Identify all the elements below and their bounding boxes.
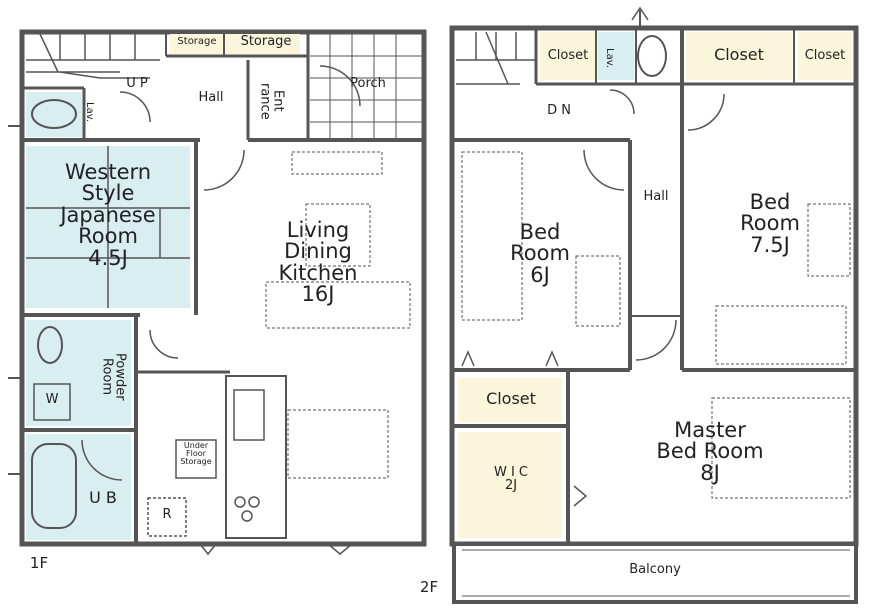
porch-tiles (310, 34, 422, 138)
window (327, 543, 353, 555)
storage-1f-fill (170, 34, 300, 54)
window (199, 543, 217, 556)
closet-a-fill (540, 32, 596, 80)
closet-d-fill (458, 378, 562, 422)
floor-2-label: 2F (419, 578, 439, 596)
sofa (265, 281, 411, 329)
desk-6j (575, 255, 621, 327)
window (631, 6, 649, 21)
door-swing (319, 65, 361, 107)
stove-burner (248, 496, 260, 508)
sink-basin (37, 326, 63, 364)
floor-1-label: 1F (29, 554, 49, 572)
underfloor-storage-label: Under Floor Storage (180, 441, 212, 467)
balcony-label: Balcony (629, 562, 681, 577)
up-label: U P (126, 76, 148, 91)
master-bed-room-label: Master Bed Room 8J (656, 418, 764, 485)
powder-room-floor (26, 320, 131, 426)
dining-table (287, 409, 389, 479)
stairs-1f (26, 33, 160, 79)
door-swing (149, 329, 179, 359)
powder-room-label: Powder Room (99, 353, 128, 401)
floor-1-plan (8, 29, 427, 556)
fridge-label: R (162, 507, 172, 522)
entrance-label: Ent rance (257, 82, 286, 120)
bed-75j (715, 305, 847, 365)
closet-a-label: Closet (547, 48, 589, 63)
porch-label: Porch (350, 76, 386, 91)
hall-1f-label: Hall (198, 90, 224, 105)
closet-d-label: Closet (486, 389, 536, 408)
toilet-2f (637, 35, 667, 77)
western-room-label: Western Style Japanese Room 4.5J (60, 160, 156, 270)
closet-b-label: Closet (714, 45, 764, 64)
lav-2f-label: Lav. (604, 47, 616, 69)
ub-floor (26, 434, 131, 540)
underfloor-storage-box (175, 439, 217, 479)
ub-label: U B (89, 488, 117, 507)
door-swing (635, 319, 677, 361)
tv-stand (291, 151, 383, 175)
lav-2f-floor (598, 32, 634, 80)
door-swing (81, 439, 123, 481)
closet-door (461, 350, 475, 367)
washer-label: W (45, 392, 59, 407)
dn-label: D N (547, 103, 571, 118)
stairs-2f (456, 31, 536, 85)
washer-box (33, 383, 71, 421)
closet-door (545, 350, 559, 367)
toilet-1f (31, 99, 77, 129)
bed-master (711, 397, 851, 499)
bed-room-75j-label: Bed Room 7.5J (740, 190, 800, 257)
bed-6j (461, 151, 523, 321)
storage-label-a: Storage (177, 36, 217, 47)
door-swing (119, 91, 151, 123)
lav-1f-floor (26, 92, 82, 137)
fridge-box (147, 497, 187, 537)
floor-2-plan (449, 6, 859, 604)
wic-fill (458, 432, 562, 538)
desk-75j (807, 203, 851, 277)
door-swing (687, 93, 725, 131)
kitchen-island (225, 375, 287, 539)
ldk-label: Living Dining Kitchen 16J (278, 218, 358, 307)
bed-room-6j-label: Bed Room 6J (510, 220, 570, 287)
wic-label: W I C 2J (493, 465, 529, 494)
stove-burner (241, 510, 253, 522)
hall-2f-label: Hall (643, 189, 669, 204)
closet-b-fill (686, 32, 792, 80)
storage-label-b: Storage (240, 34, 292, 49)
closet-door (573, 485, 588, 507)
stove-burner (234, 496, 246, 508)
door-swing (583, 149, 625, 191)
closet-c-label: Closet (804, 48, 846, 63)
closet-c-fill (798, 32, 852, 80)
sink (233, 389, 265, 441)
balcony-rail (452, 542, 858, 604)
bathtub (31, 443, 77, 529)
table-low (305, 203, 371, 267)
door-swing (609, 89, 635, 115)
door-swing (203, 149, 245, 191)
lav-1f-label: Lav. (84, 101, 96, 123)
